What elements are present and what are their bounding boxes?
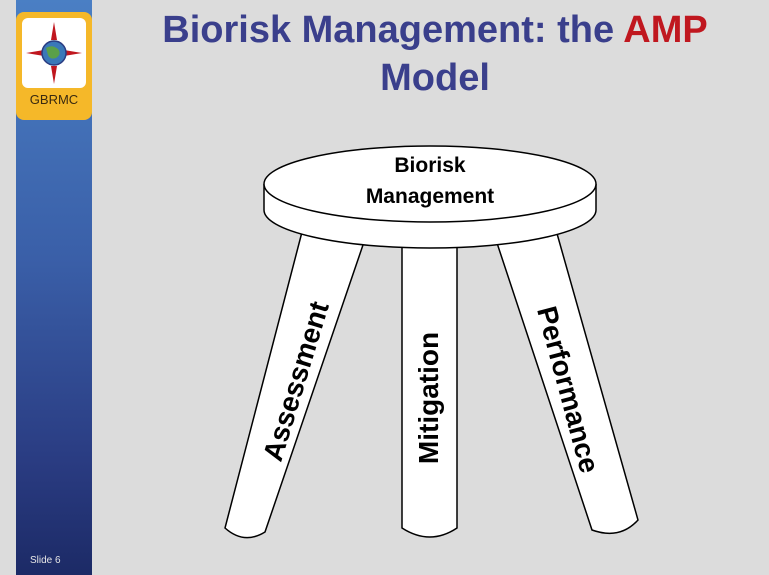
leg-performance [495, 229, 639, 535]
compass-globe-icon [26, 22, 82, 84]
seat-label-line2: Management [366, 185, 494, 208]
slide-title: Biorisk Management: the AMP Model [110, 6, 760, 102]
logo: GBRMC [16, 12, 92, 120]
leg-mitigation [401, 245, 458, 538]
seat-label-line1: Biorisk [394, 154, 466, 177]
logo-text: GBRMC [29, 92, 79, 107]
leg-assessment [224, 231, 365, 539]
title-prefix: Biorisk Management: the [162, 9, 624, 51]
slide-number: Slide 6 [30, 555, 61, 566]
logo-emblem [22, 18, 86, 88]
leg-label-mitigation: Mitigation [413, 332, 444, 464]
stool-seat [263, 145, 597, 249]
title-line2: Model [380, 57, 490, 99]
title-accent: AMP [623, 9, 708, 51]
